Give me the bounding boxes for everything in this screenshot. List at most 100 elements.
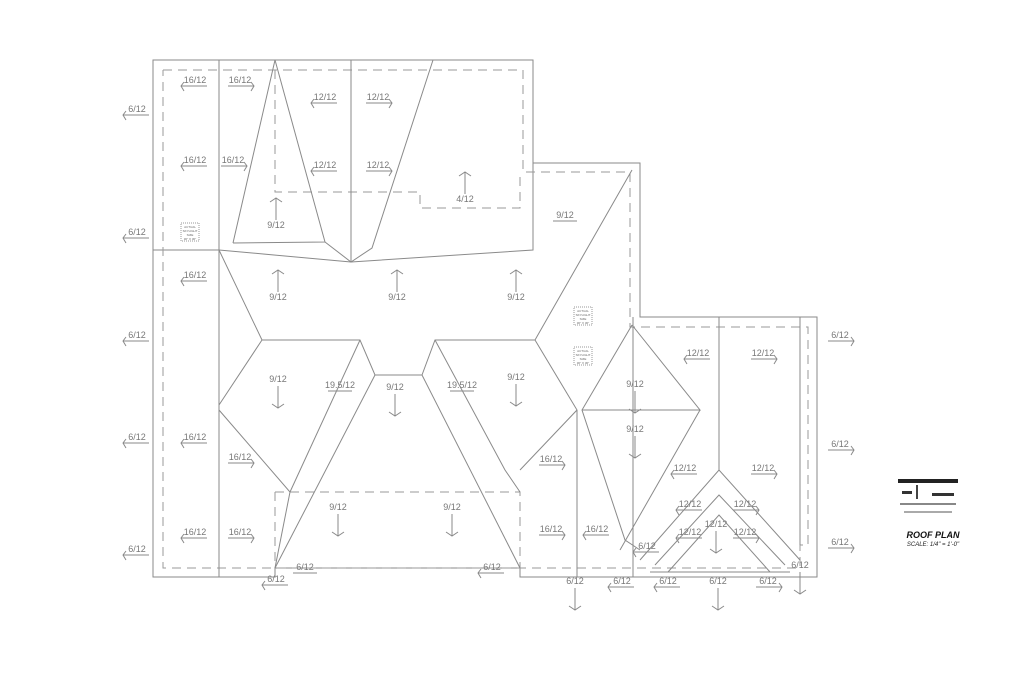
pitch-value: 6/12	[128, 544, 146, 554]
slope-arrow-icon	[331, 514, 345, 537]
skylight-note: SKYLIGHT	[576, 353, 591, 357]
firm-logo	[898, 479, 958, 513]
pitch-value: 9/12	[269, 292, 287, 302]
pitch-value: 16/12	[184, 75, 207, 85]
skylight-box	[180, 222, 200, 242]
pitch-value: 6/12	[831, 537, 849, 547]
pitch-value: 12/12	[734, 527, 757, 537]
slope-arrow-icon	[310, 98, 337, 109]
pitch-label: 16/12	[180, 75, 207, 92]
slope-arrow-icon	[653, 582, 680, 593]
pitch-label: 9/12	[386, 382, 404, 417]
pitch-label: 16/12	[228, 527, 255, 544]
pitch-value: 12/12	[679, 527, 702, 537]
slope-arrow-icon	[477, 568, 504, 579]
slope-arrow-icon	[632, 547, 659, 558]
slope-arrow-icon	[733, 505, 760, 516]
pitch-label: 6/12	[791, 560, 809, 595]
pitch-label: 6/12	[828, 439, 855, 456]
skylight-note: SKYLIGHT	[576, 313, 591, 317]
pitch-label: 6/12	[293, 562, 317, 574]
slope-arrow-icon	[228, 533, 255, 544]
slope-arrow-icon	[180, 438, 207, 449]
pitch-value: 12/12	[674, 463, 697, 473]
pitch-label: 12/12	[670, 463, 697, 480]
pitch-value: 19.5/12	[325, 380, 355, 390]
pitch-value: 6/12	[831, 439, 849, 449]
pitch-label: 16/12	[539, 524, 566, 541]
pitch-label: 9/12	[507, 372, 525, 407]
slope-arrow-icon	[628, 391, 642, 414]
pitch-label: 12/12	[705, 519, 727, 554]
pitch-label: 12/12	[733, 499, 760, 516]
pitch-label: 9/12	[443, 502, 461, 537]
pitch-value: 16/12	[184, 432, 207, 442]
slope-arrow-icon	[675, 533, 702, 544]
pitch-value: 12/12	[367, 160, 390, 170]
pitch-value: 9/12	[507, 372, 525, 382]
pitch-value: 9/12	[267, 220, 285, 230]
pitch-value: 9/12	[269, 374, 287, 384]
pitch-labels: 6/12 6/12 6/12 6/12 6/12 16/12 16/12 16/12 16/12…	[122, 75, 855, 611]
slope-arrow-icon	[539, 530, 566, 541]
slope-arrow-icon	[683, 354, 710, 365]
pitch-label: 19.5/12	[447, 380, 477, 392]
slope-arrow-icon	[828, 543, 855, 554]
pitch-label: 12/12	[366, 92, 393, 109]
pitch-label: 6/12	[828, 537, 855, 554]
pitch-label: 6/12	[122, 432, 149, 449]
pitch-label: 6/12	[122, 227, 149, 244]
pitch-value: 9/12	[626, 379, 644, 389]
pitch-value: 12/12	[314, 160, 337, 170]
pitch-label: 12/12	[366, 160, 393, 177]
slope-arrow-icon	[228, 81, 255, 92]
pitch-label: 16/12	[539, 454, 566, 471]
pitch-value: 16/12	[229, 75, 252, 85]
slope-arrow-icon	[271, 386, 285, 409]
pitch-value: 16/12	[229, 527, 252, 537]
roof-outline	[152, 59, 818, 578]
pitch-value: 6/12	[566, 576, 584, 586]
pitch-value: 19.5/12	[447, 380, 477, 390]
pitch-value: 6/12	[296, 562, 314, 572]
slope-arrow-icon	[756, 582, 783, 593]
slope-arrow-icon	[509, 269, 523, 292]
pitch-label: 12/12	[310, 92, 337, 109]
slope-arrow-icon	[445, 514, 459, 537]
pitch-value: 16/12	[540, 524, 563, 534]
pitch-label: 16/12	[228, 75, 255, 92]
pitch-value: 6/12	[483, 562, 501, 572]
pitch-label: 9/12	[267, 197, 285, 230]
skylight-note: 30" X 30"	[577, 361, 589, 365]
slope-arrow-icon	[310, 166, 337, 177]
pitch-value: 16/12	[586, 524, 609, 534]
skylight-box	[573, 306, 593, 326]
pitch-value: 9/12	[556, 210, 574, 220]
pitch-value: 12/12	[752, 463, 775, 473]
pitch-value: 16/12	[540, 454, 563, 464]
pitch-value: 16/12	[184, 155, 207, 165]
pitch-label: 6/12	[122, 544, 149, 561]
pitch-value: 9/12	[329, 502, 347, 512]
pitch-label: 16/12	[221, 155, 248, 172]
slope-arrow-icon	[607, 582, 634, 593]
slope-arrow-icon	[709, 531, 723, 554]
pitch-label: 6/12	[122, 104, 149, 121]
slope-arrow-icon	[751, 354, 778, 365]
pitch-value: 6/12	[638, 541, 656, 551]
pitch-label: 9/12	[626, 424, 644, 459]
slope-arrow-icon	[261, 580, 288, 591]
slope-arrow-icon	[733, 533, 760, 544]
slope-arrow-icon	[122, 336, 149, 347]
pitch-value: 6/12	[831, 330, 849, 340]
slope-arrow-icon	[539, 460, 566, 471]
slope-arrow-icon	[122, 550, 149, 561]
pitch-value: 6/12	[613, 576, 631, 586]
pitch-label: 16/12	[180, 155, 207, 172]
pitch-value: 16/12	[184, 527, 207, 537]
pitch-label: 6/12	[756, 576, 783, 593]
skylight-note: SIZE	[580, 317, 587, 321]
pitch-label: 9/12	[553, 210, 577, 222]
